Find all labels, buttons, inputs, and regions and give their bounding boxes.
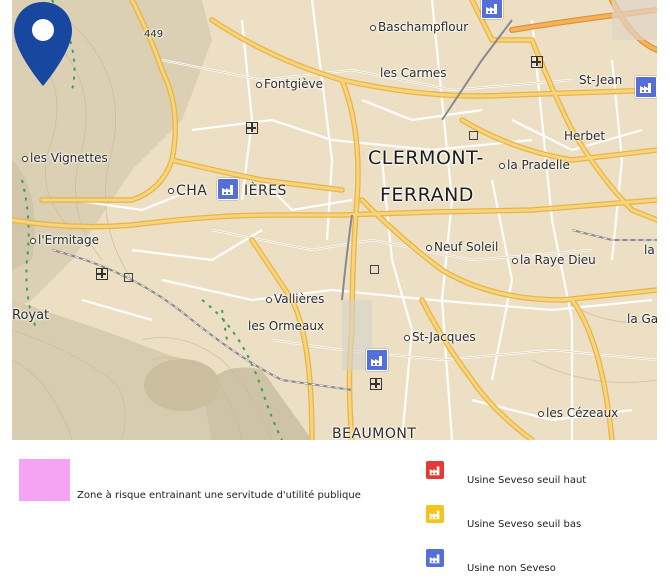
factory-icon xyxy=(426,505,444,523)
place-ferrand: FERRAND xyxy=(380,184,474,206)
place-la-pradelle: la Pradelle xyxy=(499,158,570,172)
place-st-jean: St-Jean xyxy=(579,73,623,87)
place-baschampflour: Baschampflour xyxy=(370,20,468,34)
legend-seveso-high-label: Usine Seveso seuil haut xyxy=(467,475,587,486)
place-st-jacques: St-Jacques xyxy=(404,330,476,344)
factory-icon[interactable] xyxy=(366,349,388,371)
hospital-icon xyxy=(531,56,543,68)
place-la-s: la S xyxy=(644,243,657,257)
hospital-icon xyxy=(370,378,382,390)
place-herbet: Herbet xyxy=(564,129,606,143)
place-les-cezeaux: les Cézeaux xyxy=(538,406,618,420)
place-chamalieres-b: IÈRES xyxy=(244,183,287,199)
place-la-raye-dieu: la Raye Dieu xyxy=(512,253,596,267)
place-la-ga: la Ga xyxy=(627,312,657,326)
legend-zone-swatch xyxy=(19,459,70,501)
place-royat: Royat xyxy=(12,308,50,323)
road-number-label: 449 xyxy=(144,29,164,40)
hospital-icon xyxy=(96,268,108,280)
poi-square-icon xyxy=(469,131,478,140)
place-beaumont: BEAUMONT xyxy=(332,426,417,440)
legend-seveso-low-label: Usine Seveso seuil bas xyxy=(467,519,582,530)
place-clermont: CLERMONT- xyxy=(368,147,484,169)
place-les-vignettes: les Vignettes xyxy=(22,151,108,165)
legend-zone-label: Zone à risque entrainant une servitude d… xyxy=(77,490,361,501)
poi-square-icon xyxy=(124,273,133,282)
place-l-ermitage: l'Ermitage xyxy=(30,233,99,247)
factory-icon[interactable] xyxy=(217,178,239,200)
place-vallieres: Vallières xyxy=(266,292,324,306)
factory-icon[interactable] xyxy=(635,76,657,98)
map-view[interactable]: 449 Baschampflour Fontgiève les Carmes S… xyxy=(12,0,657,440)
hospital-icon xyxy=(246,122,258,134)
place-fontgieve: Fontgiève xyxy=(256,77,323,91)
location-pin-icon[interactable] xyxy=(12,0,74,88)
place-neuf-soleil: Neuf Soleil xyxy=(426,240,498,254)
place-chamalieres-a: CHA xyxy=(168,183,207,199)
factory-icon xyxy=(426,461,444,479)
factory-icon[interactable] xyxy=(481,0,503,19)
legend-non-seveso-label: Usine non Seveso xyxy=(467,563,556,574)
place-les-ormeaux: les Ormeaux xyxy=(248,319,325,333)
poi-square-icon xyxy=(370,265,379,274)
map-base-layer xyxy=(12,0,657,440)
place-les-carmes: les Carmes xyxy=(380,66,447,80)
map-legend xyxy=(0,440,669,578)
factory-icon xyxy=(426,549,444,567)
